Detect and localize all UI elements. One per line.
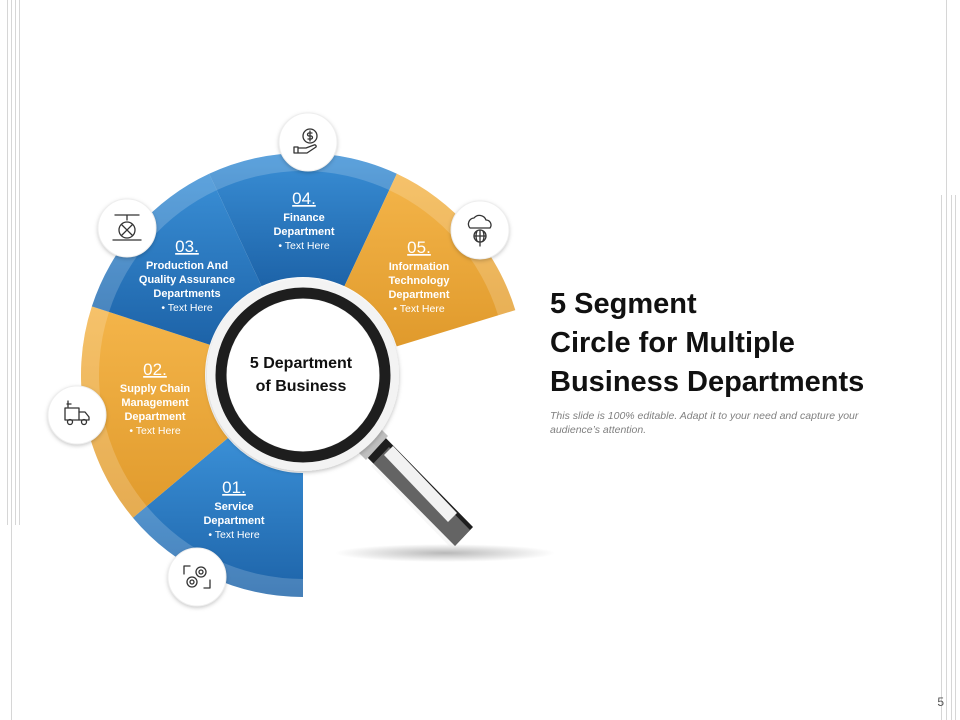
segment-1-title-line: Department (203, 515, 264, 527)
right-border-line (955, 195, 956, 720)
right-border-line (941, 195, 942, 720)
segment-5-number: 05. (407, 238, 431, 257)
left-border-line (11, 0, 12, 525)
segment-4-title-line: Department (273, 226, 334, 238)
title-line3: Business Departments (550, 366, 865, 398)
segment-5-bullet: • Text Here (393, 303, 444, 315)
segment-3-title-line: Production And (146, 260, 228, 272)
gears-icon (167, 547, 227, 607)
segment-1-number: 01. (222, 478, 246, 497)
segment-5-title-line: Department (388, 289, 449, 301)
segment-4-rim (209, 153, 397, 191)
segment-4-shape (209, 153, 397, 287)
page-number: 5 (937, 695, 944, 709)
cloud-network-icon (450, 200, 510, 260)
segment-2-title-line: Management (121, 397, 189, 409)
left-border-line (19, 0, 20, 525)
production-robot-icon (97, 198, 157, 258)
magnifier-lens-ring (215, 287, 391, 463)
center-label-line2: of Business (256, 378, 347, 395)
center-label-line1: 5 Department (250, 355, 353, 372)
title-line1: 5 Segment (550, 288, 697, 320)
segment-5-rim (389, 173, 516, 316)
segment-1-title-line: Service (214, 501, 253, 513)
segment-3-shape (91, 173, 262, 345)
delivery-truck-icon (47, 385, 107, 445)
title-line2: Circle for Multiple (550, 327, 795, 359)
segment-1-shape (132, 437, 303, 597)
slide-title: 5 Segment Circle for Multiple Business D… (550, 285, 930, 402)
segment-4-title-line: Finance (283, 212, 325, 224)
right-border-line (946, 0, 947, 720)
segment-3-title-line: Quality Assurance (139, 274, 235, 286)
segment-2-bullet: • Text Here (129, 425, 180, 437)
segment-2-title-line: Supply Chain (120, 383, 191, 395)
segment-2-rim (80, 306, 147, 518)
left-border-line (7, 0, 8, 525)
dollar-hand-icon (278, 112, 338, 172)
segment-3-number: 03. (175, 237, 199, 256)
segment-4-bullet: • Text Here (278, 240, 329, 252)
left-border-line (15, 0, 16, 525)
segment-5-shape (344, 173, 516, 347)
segment-5-title-line: Technology (389, 275, 451, 287)
segment-3-title-line: Departments (153, 288, 220, 300)
segment-3-bullet: • Text Here (161, 302, 212, 314)
magnifier-handle (356, 426, 473, 549)
magnifier-lens-glass (227, 299, 379, 451)
magnifier-shadow (335, 544, 555, 562)
slide-subtitle: This slide is 100% editable. Adapt it to… (550, 410, 859, 436)
segment-1-bullet: • Text Here (208, 529, 259, 541)
segment-2-number: 02. (143, 360, 167, 379)
left-border-line (11, 525, 12, 720)
segment-2-shape (80, 306, 228, 518)
segment-4-number: 04. (292, 189, 316, 208)
right-border-line (951, 195, 952, 720)
segment-2-title-line: Department (124, 411, 185, 423)
segment-5-title-line: Information (389, 261, 450, 273)
segment-3-rim (91, 173, 217, 312)
